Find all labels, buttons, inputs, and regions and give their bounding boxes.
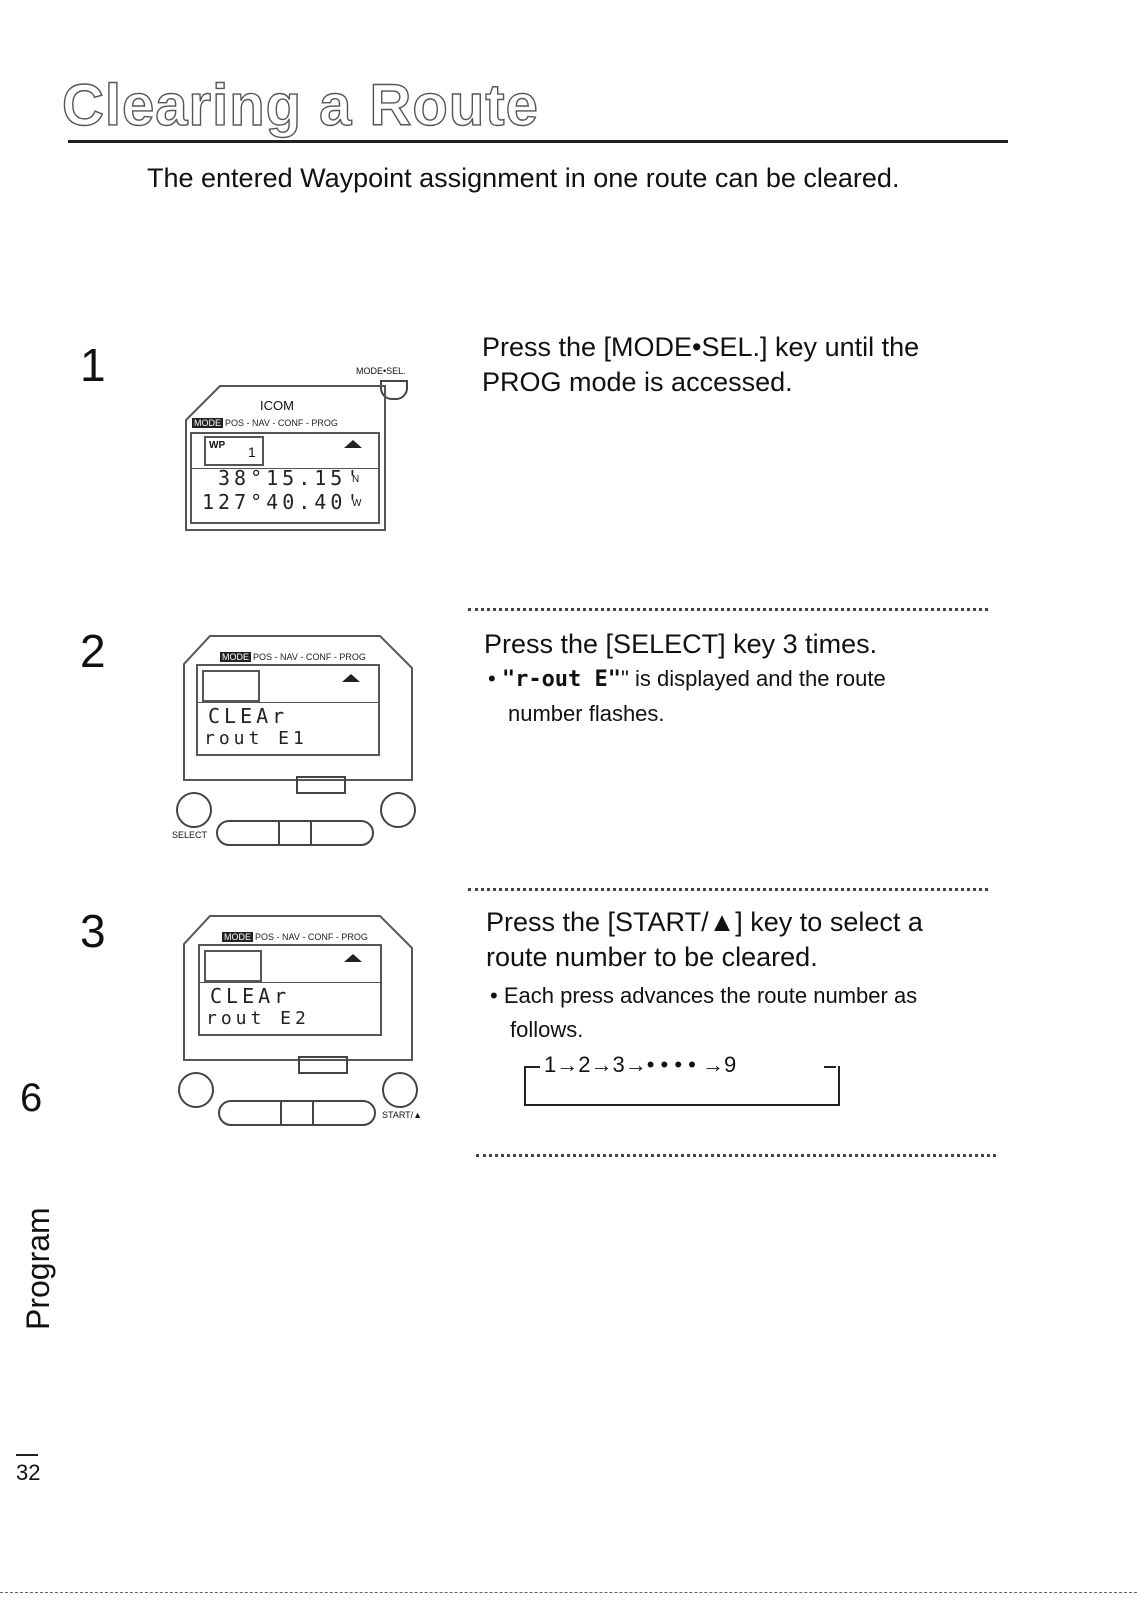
page-number-mark: [16, 1454, 38, 1456]
mode-text: POS - NAV - CONF - PROG: [255, 932, 368, 942]
lcd-line-2: rout E1: [204, 728, 308, 749]
mode-text: POS - NAV - CONF - PROG: [225, 418, 338, 428]
mode-tag: MODE: [220, 652, 251, 662]
step-1-number: 1: [80, 339, 106, 391]
step-2-bullet-line-2: number flashes.: [508, 701, 665, 726]
lcd-field-box: [204, 950, 262, 982]
sequence-loop-start: [524, 1066, 540, 1068]
mode-sel-key: [380, 380, 408, 400]
sequence-loop-end: [824, 1066, 836, 1068]
latitude: 38°15.15': [218, 466, 363, 490]
device-outline: [183, 635, 413, 781]
step-3-bullet: • Each press advances the route number a…: [486, 979, 923, 1013]
lcd-divider: [198, 702, 378, 703]
up-arrow-icon: [342, 674, 360, 682]
lcd-screen: WP 1 38°15.15' N 127°40.40' W: [190, 432, 380, 524]
mode-text: POS - NAV - CONF - PROG: [253, 652, 366, 662]
section-number: 6: [20, 1076, 43, 1120]
route-sequence-diagram: 1→2→3→• • • • →9: [524, 1052, 840, 1106]
dotted-separator: [468, 888, 988, 891]
start-key-circle: [382, 1072, 418, 1108]
step-3-bullet-line-2: follows.: [510, 1017, 584, 1042]
route-symbol: "r-out E": [501, 667, 622, 692]
start-key-label: START/▲: [382, 1110, 423, 1120]
up-arrow-icon: [344, 954, 362, 962]
step-3-number: 3: [80, 905, 106, 957]
step-3-bullet-line-1: Each press advances the route number as: [503, 983, 918, 1008]
mode-tag: MODE: [192, 418, 223, 428]
dotted-separator: [468, 608, 988, 611]
lon-hemisphere: W: [352, 498, 362, 509]
step-2-line-1: Press the [SELECT] key 3 times.: [484, 629, 878, 659]
page-title: Clearing a Route: [61, 72, 539, 138]
step-3-line-1: Press the [START/▲] key to select a: [486, 907, 923, 937]
up-arrow-icon: [344, 440, 362, 448]
mode-tag: MODE: [222, 932, 253, 942]
longitude: 127°40.40': [202, 490, 363, 514]
page-number: 32: [16, 1460, 41, 1485]
wp-box: WP 1: [204, 436, 264, 466]
device-outline: [185, 385, 386, 531]
device-key-top: [296, 776, 346, 794]
center-key: [280, 1100, 314, 1126]
step-2-bullet: • "r-out E"" is displayed and the route: [484, 662, 886, 697]
step-1-instruction: Press the [MODE•SEL.] key until the PROG…: [482, 330, 919, 400]
dotted-separator: [476, 1154, 996, 1157]
lat-hemisphere: N: [352, 474, 360, 485]
lcd-screen: CLEAr rout E1: [196, 664, 380, 756]
intro-text: The entered Waypoint assignment in one r…: [147, 163, 900, 193]
lcd-divider: [200, 982, 380, 983]
lcd-screen: CLEAr rout E2: [198, 944, 382, 1036]
sequence-loop-line: [524, 1066, 840, 1106]
bullet-dot: •: [490, 983, 504, 1008]
lcd-divider: [192, 468, 378, 469]
step-3-instruction: Press the [START/▲] key to select a rout…: [486, 905, 923, 1047]
lcd-line-2: rout E2: [206, 1008, 310, 1029]
left-key-circle: [178, 1072, 214, 1108]
center-key: [278, 820, 312, 846]
scan-edge: [0, 1592, 1137, 1593]
step-1-line-2: PROG mode is accessed.: [482, 367, 793, 397]
title-rule: [68, 140, 1008, 143]
lcd-line-1: CLEAr: [208, 704, 289, 728]
sequence-text: 1→2→3→• • • • →9: [542, 1052, 739, 1078]
lcd-line-1: CLEAr: [210, 984, 291, 1008]
wp-value: 1: [248, 444, 256, 460]
section-label: Program: [20, 1207, 56, 1330]
device-key-top: [298, 1056, 348, 1074]
lcd-field-box: [202, 670, 260, 702]
brand-logo: ICOM: [260, 398, 294, 413]
device-outline: [183, 915, 413, 1061]
right-key-circle: [380, 792, 416, 828]
step-2-number: 2: [80, 625, 106, 677]
wp-label: WP: [209, 440, 226, 451]
step-3-line-2: route number to be cleared.: [486, 942, 818, 972]
bullet-dot: •: [488, 666, 502, 691]
step-1-line-1: Press the [MODE•SEL.] key until the: [482, 332, 920, 362]
step-2-bullet-line-1: " is displayed and the route: [621, 666, 886, 691]
step-2-instruction: Press the [SELECT] key 3 times. • "r-out…: [484, 627, 886, 731]
mode-sel-key-label: MODE•SEL.: [356, 366, 406, 376]
select-key-circle: [176, 792, 212, 828]
select-key-label: SELECT: [172, 830, 208, 840]
